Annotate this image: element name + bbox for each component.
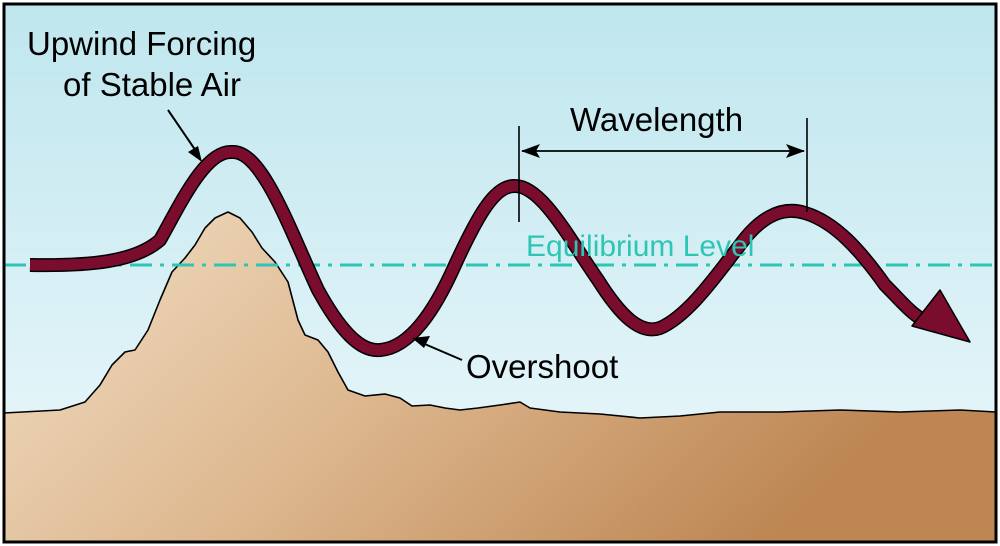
mountain-terrain — [3, 211, 997, 543]
upwind-pointer-head — [188, 146, 202, 162]
upwind-forcing-label-line1: Upwind Forcing — [27, 25, 256, 62]
wavelength-arrowhead-right — [786, 144, 805, 158]
wavelength-label: Wavelength — [570, 101, 743, 138]
wave-arrowhead — [911, 289, 971, 343]
wavelength-arrowhead-left — [521, 144, 540, 158]
overshoot-pointer-arrow — [419, 341, 463, 361]
wave-airflow-fill — [29, 146, 924, 356]
upwind-pointer-arrow — [167, 109, 199, 155]
overshoot-pointer-head — [412, 336, 430, 348]
upwind-forcing-label-line2: of Stable Air — [63, 66, 241, 103]
equilibrium-level-label: Equilibrium Level — [526, 230, 754, 263]
overshoot-label: Overshoot — [466, 348, 618, 385]
